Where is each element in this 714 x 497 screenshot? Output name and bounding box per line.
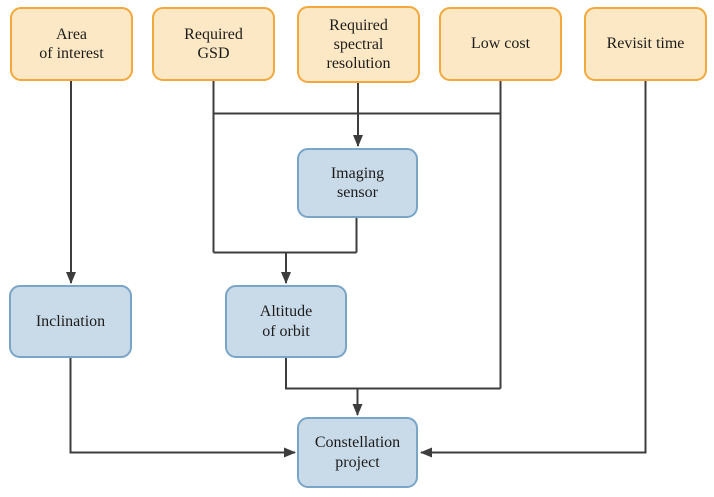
- edge-altitude-lowcost-collector: [285, 358, 501, 390]
- node-required-spectral-resolution: Required spectral resolution: [297, 6, 420, 83]
- node-imaging-sensor: Imaging sensor: [297, 148, 418, 218]
- node-area-of-interest-label: Area of interest: [39, 25, 104, 62]
- node-low-cost-label: Low cost: [470, 35, 531, 53]
- node-revisit-time-label: Revisit time: [606, 35, 685, 53]
- node-low-cost: Low cost: [439, 7, 562, 81]
- node-required-gsd: Required GSD: [152, 7, 275, 81]
- node-altitude-of-orbit: Altitude of orbit: [225, 285, 347, 358]
- node-required-gsd-label: Required GSD: [184, 25, 243, 62]
- node-revisit-time: Revisit time: [584, 7, 707, 81]
- node-required-spectral-resolution-label: Required spectral resolution: [326, 16, 391, 73]
- edge-inclination-to-constellation: [69, 358, 296, 458]
- node-altitude-of-orbit-label: Altitude of orbit: [259, 303, 313, 340]
- node-imaging-sensor-label: Imaging sensor: [330, 164, 385, 201]
- node-inclination: Inclination: [9, 285, 132, 358]
- node-area-of-interest: Area of interest: [10, 7, 133, 81]
- edge-revisit-to-constellation: [420, 81, 647, 458]
- node-constellation-project-label: Constellation project: [314, 434, 401, 471]
- node-constellation-project: Constellation project: [297, 417, 418, 488]
- node-inclination-label: Inclination: [35, 312, 106, 330]
